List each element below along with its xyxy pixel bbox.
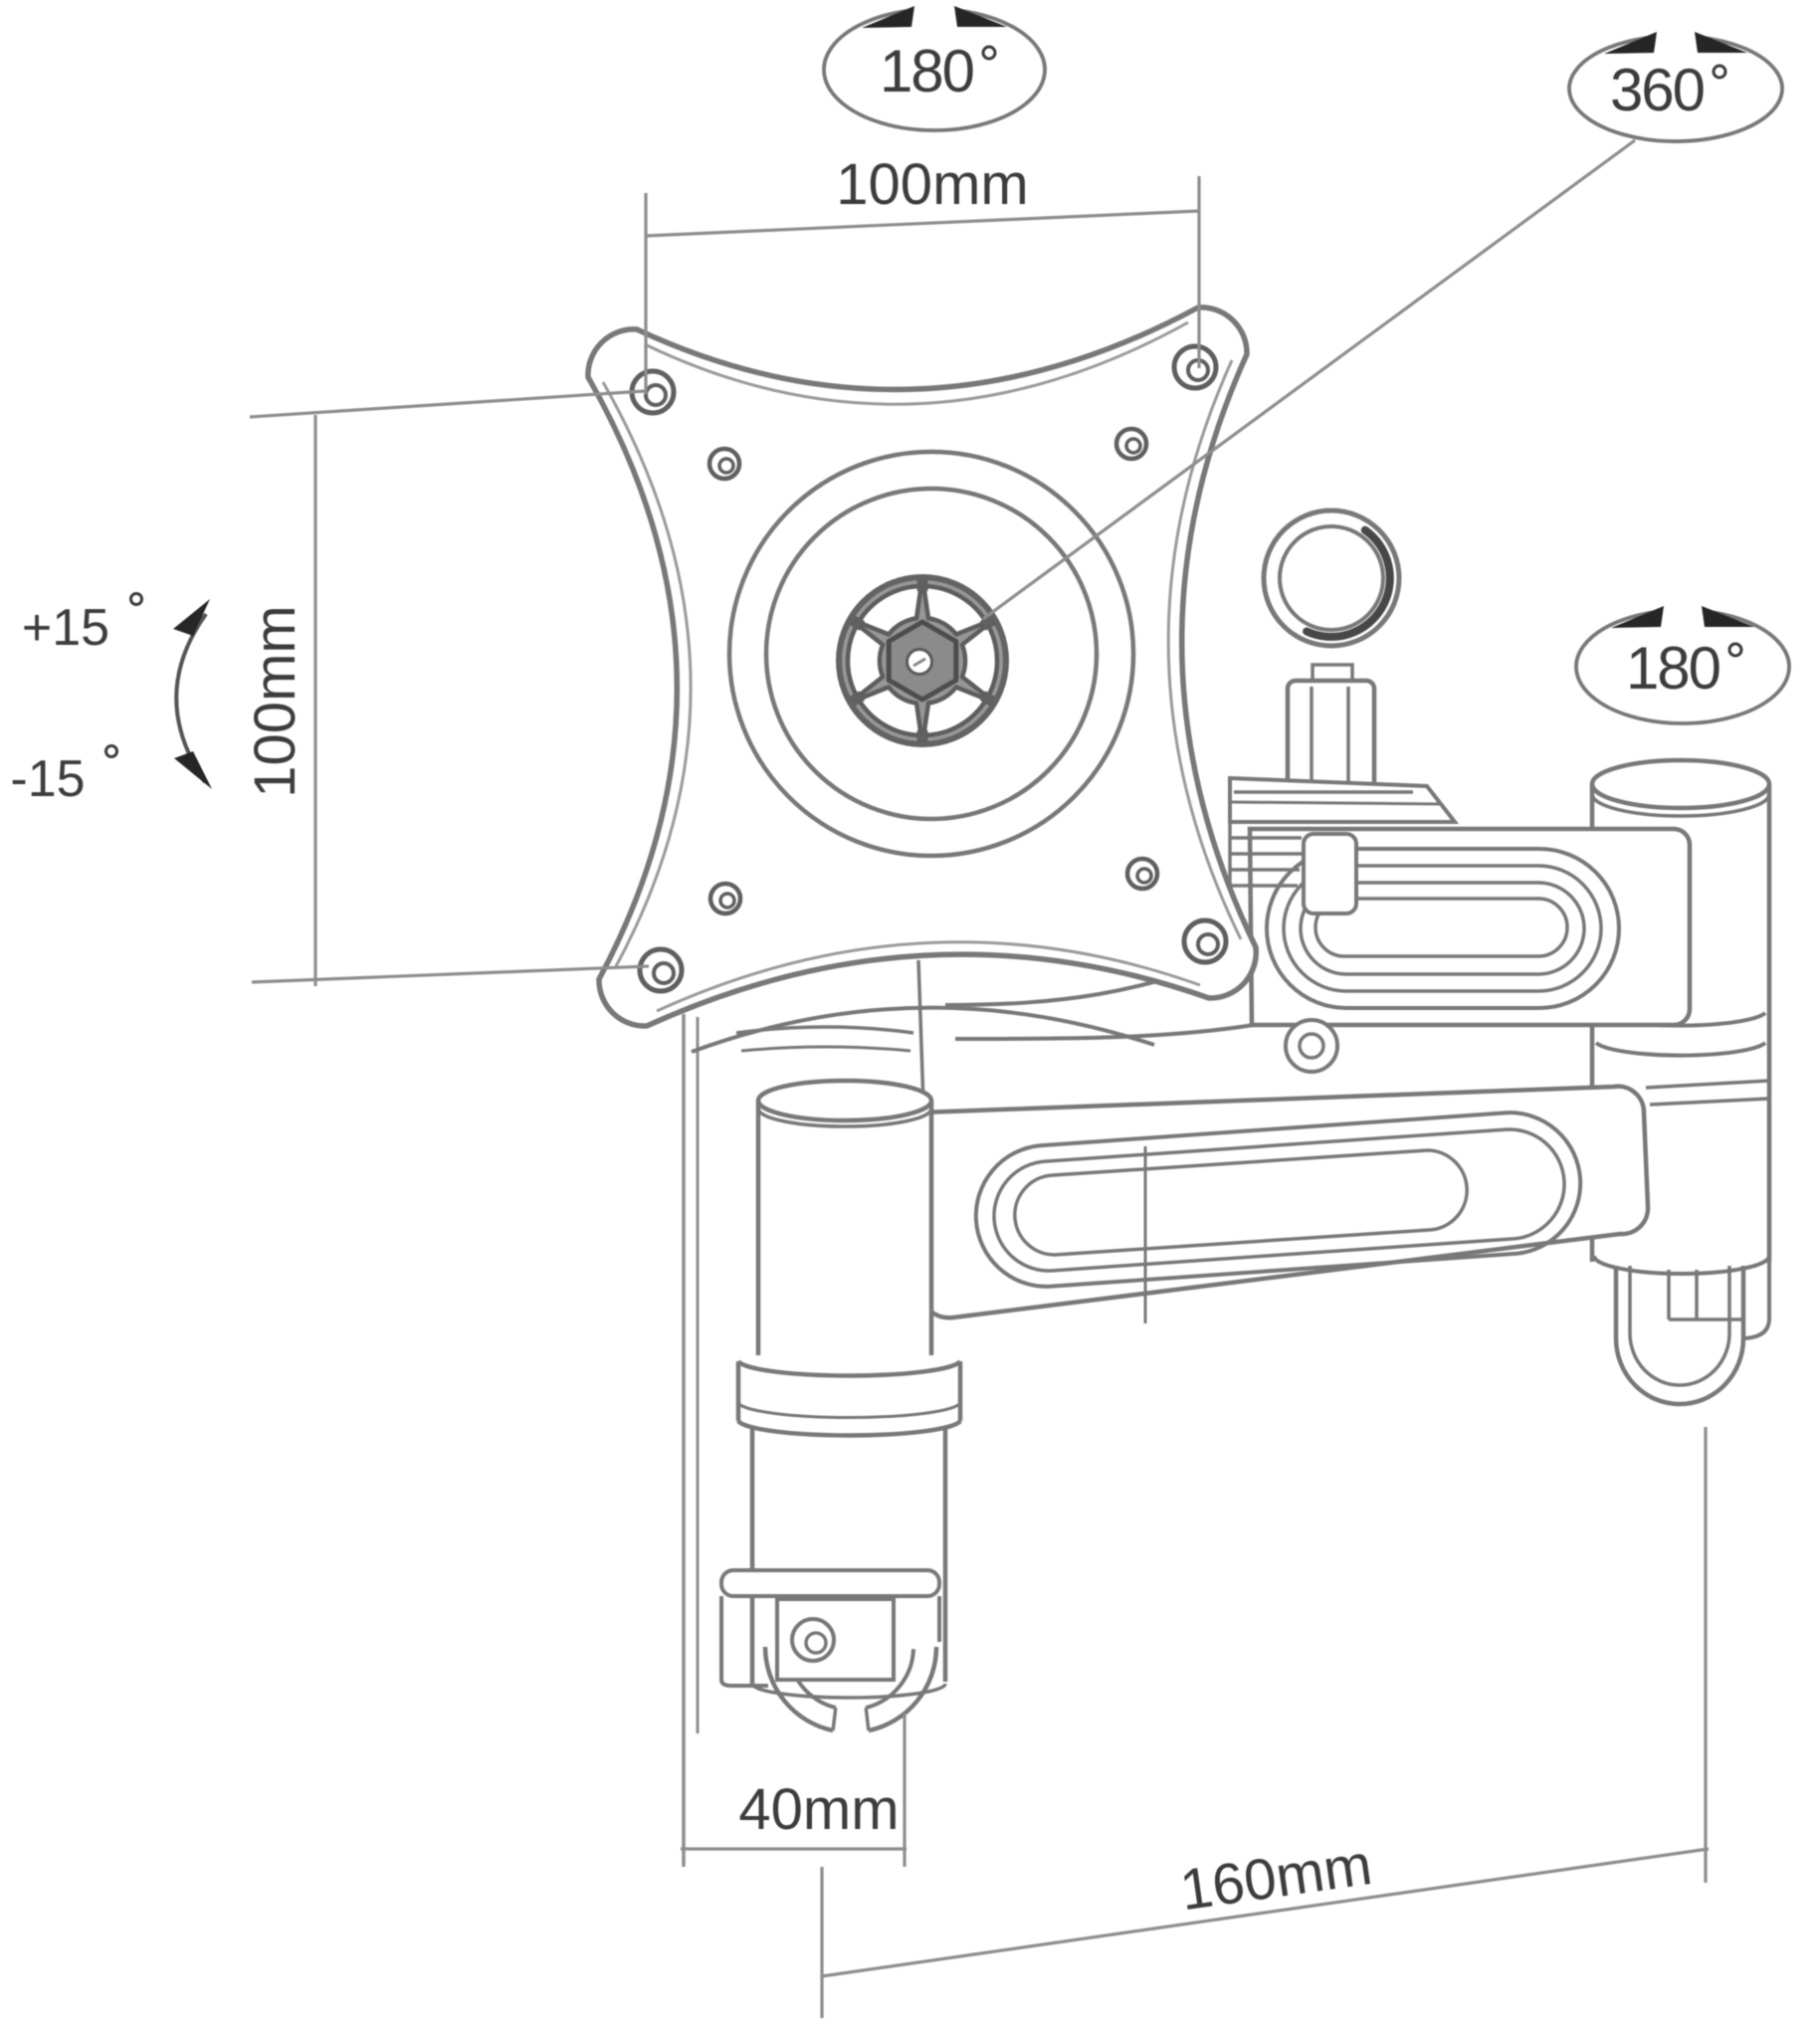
svg-text:+15: +15 [22, 599, 109, 657]
svg-text:180: 180 [1626, 635, 1720, 702]
svg-text:100mm: 100mm [243, 605, 307, 797]
svg-text:180: 180 [880, 38, 974, 104]
svg-text:40mm: 40mm [738, 1777, 899, 1842]
svg-text:100mm: 100mm [836, 152, 1028, 217]
svg-text:-15: -15 [10, 750, 85, 808]
svg-text:360: 360 [1610, 57, 1705, 123]
